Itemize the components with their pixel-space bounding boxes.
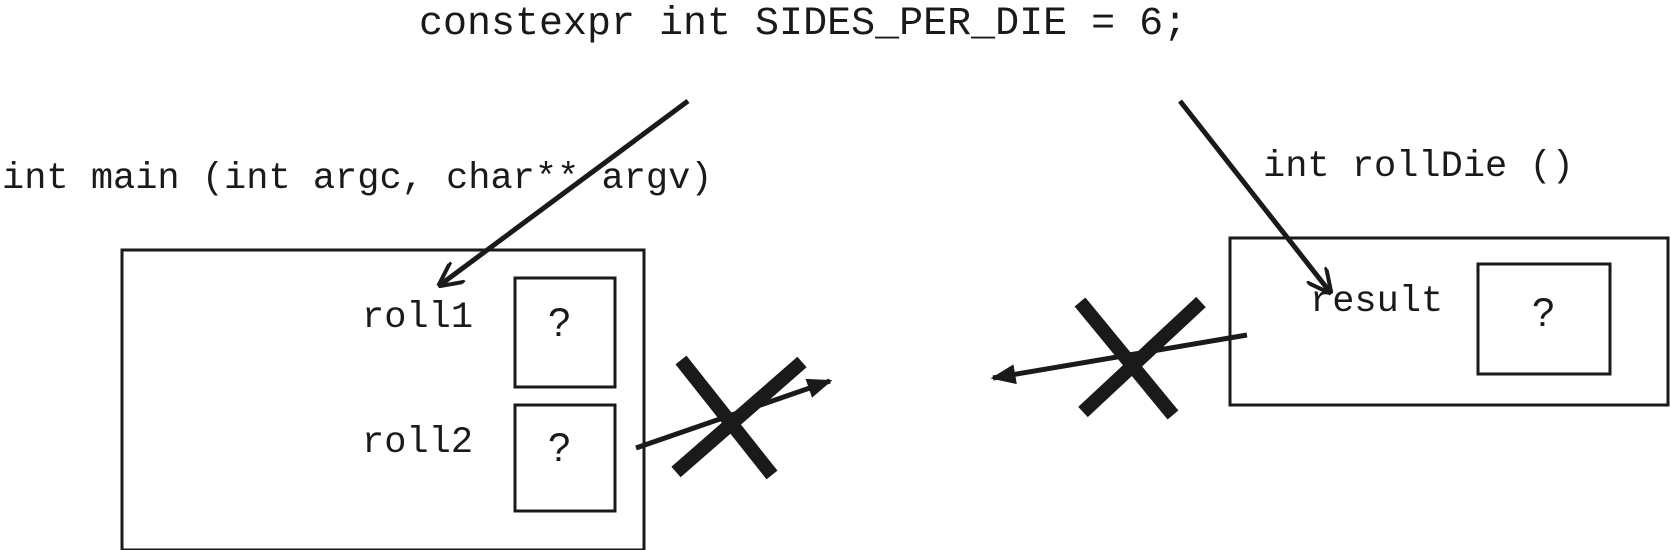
global-to-rolldie-arrow [1178, 99, 1330, 292]
roll1-value: ? [548, 301, 571, 345]
rolldie-scope-box [1228, 236, 1670, 407]
roll1-value-box [513, 276, 617, 389]
global-constant-declaration: constexpr int SIDES_PER_DIE = 6; [419, 2, 1188, 47]
roll2-label: roll2 [362, 422, 474, 464]
result-label: result [1310, 281, 1444, 323]
rolldie-signature: int rollDie () [1263, 146, 1574, 188]
main-signature: int main (int argc, char** argv) [2, 158, 713, 200]
roll2-value-box [513, 403, 617, 513]
result-value: ? [1532, 291, 1555, 335]
roll1-label: roll1 [362, 297, 474, 339]
blocked-cross-right [1074, 296, 1206, 420]
roll2-value: ? [548, 426, 571, 470]
blocked-cross-left [671, 355, 807, 480]
main-scope-box [120, 248, 646, 550]
result-value-box [1476, 262, 1612, 376]
global-to-main-arrow [440, 98, 690, 285]
